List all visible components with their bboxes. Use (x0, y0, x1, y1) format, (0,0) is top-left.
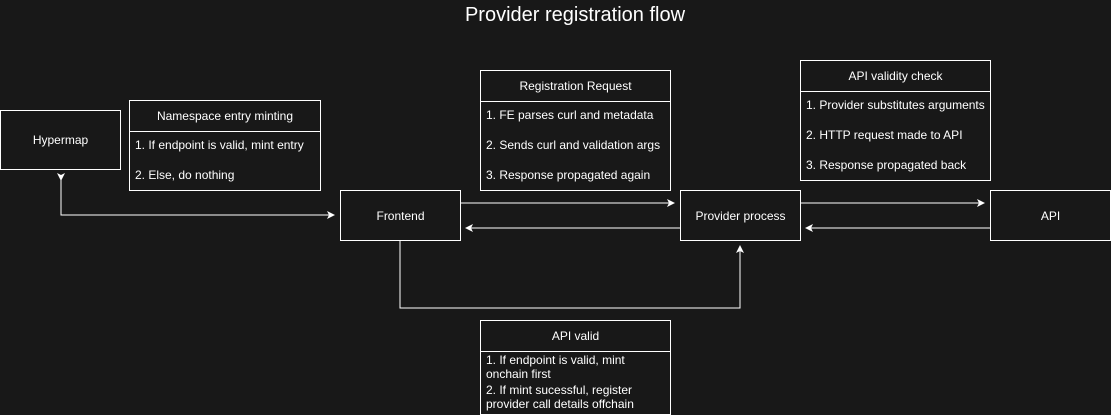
frontend-node: Frontend (340, 190, 461, 241)
hypermap-node: Hypermap (0, 110, 121, 170)
provider-process-node: Provider process (680, 190, 801, 241)
api-validity-check-item: 1. Provider substitutes arguments (806, 98, 985, 112)
frontend-to-provider-loop (399, 240, 744, 309)
api-validity-check-item: 3. Response propagated back (806, 158, 967, 172)
api-label: API (1040, 208, 1061, 223)
registration-request-item: 3. Response propagated again (486, 168, 651, 182)
hypermap-frontend-link (57, 173, 335, 219)
namespace-entry-title: Namespace entry minting (130, 101, 320, 132)
hypermap-label: Hypermap (32, 133, 89, 147)
api-valid-item: 1. If endpoint is valid, mint onchain fi… (486, 353, 625, 381)
frontend-label: Frontend (376, 208, 425, 223)
namespace-entry-item: 1. If endpoint is valid, mint entry (135, 138, 304, 152)
namespace-entry-item: 2. Else, do nothing (135, 168, 235, 182)
api-validity-check-title: API validity check (801, 61, 990, 92)
registration-request-item: 2. Sends curl and validation args (486, 138, 661, 152)
api-validity-check-item: 2. HTTP request made to API (806, 128, 963, 142)
api-valid-card: API valid 1. If endpoint is valid, mint … (480, 320, 671, 415)
api-validity-check-card: API validity check 1. Provider substitut… (800, 60, 991, 181)
namespace-entry-card: Namespace entry minting 1. If endpoint i… (129, 100, 321, 191)
registration-request-title: Registration Request (481, 71, 670, 102)
api-node: API (990, 190, 1111, 241)
registration-request-card: Registration Request 1. FE parses curl a… (480, 70, 671, 191)
provider-process-label: Provider process (695, 208, 786, 223)
api-valid-item: 2. If mint sucessful, register provider … (486, 383, 634, 411)
api-valid-title: API valid (481, 321, 670, 352)
registration-request-item: 1. FE parses curl and metadata (486, 108, 654, 122)
diagram-title: Provider registration flow (464, 4, 686, 26)
